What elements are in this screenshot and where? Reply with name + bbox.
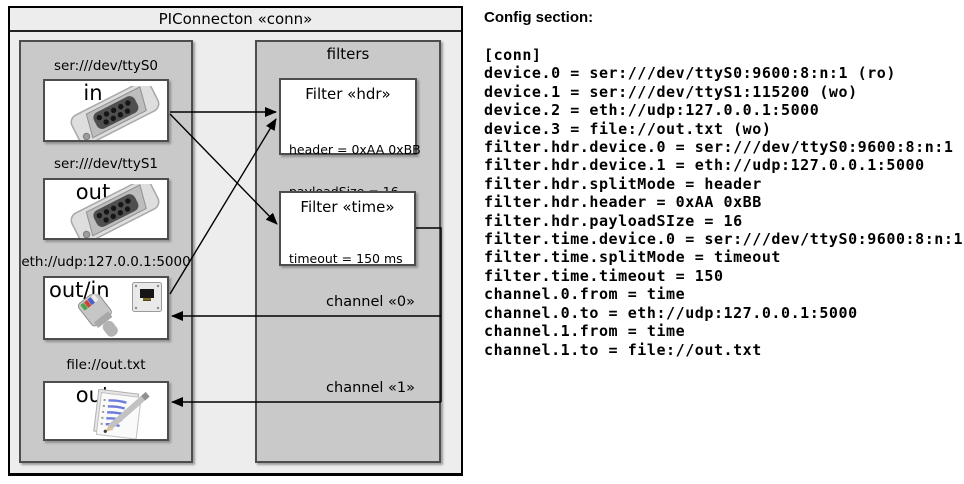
- channel-0-label: channel «0»: [326, 294, 415, 310]
- config-text: [conn] device.0 = ser:///dev/ttyS0:9600:…: [484, 46, 964, 359]
- filters-group-title: filters: [326, 45, 370, 63]
- ethernet-jack-icon: [132, 282, 162, 312]
- channel-1-label: channel «1»: [326, 380, 415, 396]
- notepad-pencil-icon: [93, 389, 150, 439]
- device-label-ttys1: ser:///dev/ttyS1: [54, 156, 158, 172]
- diagram-title: PIConnecton «conn»: [10, 8, 461, 32]
- ethernet-cable-icon: [77, 294, 118, 337]
- filter-hdr-prop-header: header = 0xAA 0xBB: [289, 142, 421, 157]
- config-section-heading: Config section:: [484, 9, 594, 26]
- filter-time-box: Filter «time» timeout = 150 ms: [279, 191, 416, 266]
- device-label-ttys0: ser:///dev/ttyS0: [54, 58, 158, 74]
- filter-hdr-title: Filter «hdr»: [305, 85, 391, 103]
- serial-connector-icon: [70, 184, 160, 238]
- device-box-ttys0: in: [43, 79, 169, 142]
- device-direction: in: [83, 81, 103, 105]
- device-box-ttys1: out: [43, 178, 169, 240]
- device-label-eth: eth://udp:127.0.0.1:5000: [21, 254, 191, 270]
- device-box-file: out: [43, 381, 169, 441]
- serial-connector-icon: [70, 86, 160, 140]
- filter-hdr-box: Filter «hdr» header = 0xAA 0xBB payloadS…: [279, 78, 421, 199]
- device-label-file: file://out.txt: [66, 357, 146, 373]
- filter-time-prop-timeout: timeout = 150 ms: [289, 251, 403, 266]
- device-box-eth: out/in: [43, 276, 169, 340]
- device-direction: out: [75, 180, 111, 204]
- filter-time-title: Filter «time»: [300, 198, 395, 216]
